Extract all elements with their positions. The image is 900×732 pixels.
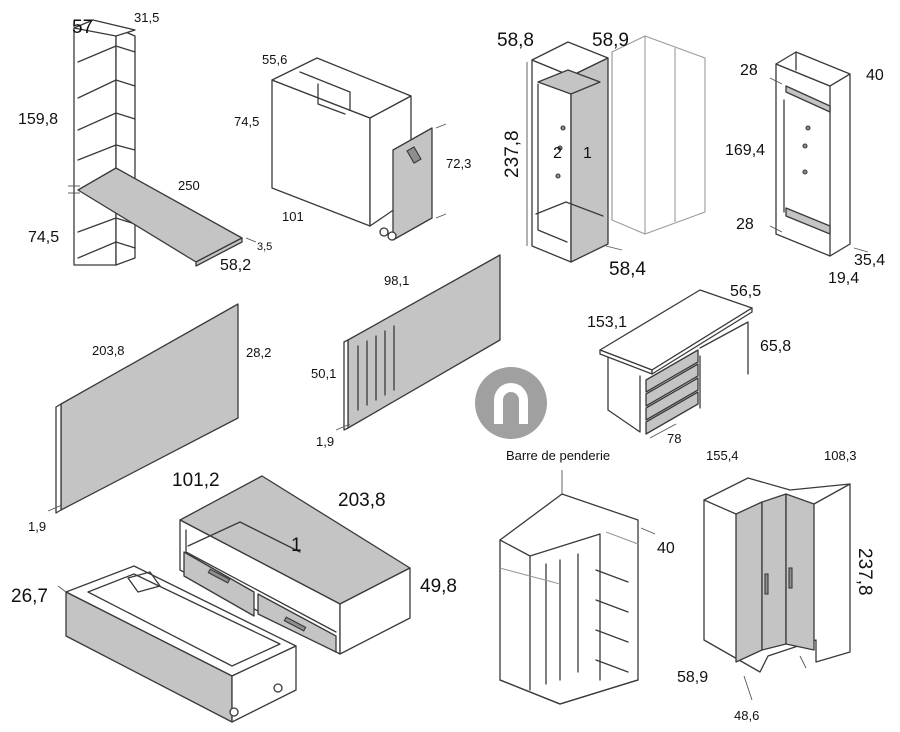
label-panel-1-9: 1,9 xyxy=(28,519,46,534)
label-bed-203-8: 203,8 xyxy=(338,490,386,511)
corner-wardrobe-interior-drawing xyxy=(499,470,656,705)
label-desk-65-8: 65,8 xyxy=(760,338,791,355)
label-shelf-159-8: 159,8 xyxy=(18,111,58,128)
label-desk-153-1: 153,1 xyxy=(587,314,627,331)
label-barre-de-penderie: Barre de penderie xyxy=(506,448,610,463)
label-panel-203-8: 203,8 xyxy=(92,343,125,358)
label-desk-56-5: 56,5 xyxy=(730,283,761,300)
label-hb-1-9: 1,9 xyxy=(316,434,334,449)
slatted-headboard-drawing xyxy=(335,254,501,431)
label-hb-98-1: 98,1 xyxy=(384,273,409,288)
label-wd-section-2: 2 xyxy=(553,145,562,162)
label-cw-40: 40 xyxy=(657,540,675,557)
label-desk-78: 78 xyxy=(667,431,681,446)
label-bed-section-1: 1 xyxy=(291,535,302,556)
label-bed-49-8: 49,8 xyxy=(420,576,457,597)
label-trundle-26-7: 26,7 xyxy=(11,586,48,607)
storage-bed-drawing xyxy=(179,475,411,655)
label-shelf-250: 250 xyxy=(178,178,200,193)
label-wd-58-8: 58,8 xyxy=(497,30,534,51)
label-fr-40: 40 xyxy=(866,67,884,84)
trundle-drawer-drawing xyxy=(57,565,297,723)
label-aw-237-8: 237,8 xyxy=(854,548,875,596)
label-bed-101-2: 101,2 xyxy=(172,470,220,491)
label-shelf-3-5: 3,5 xyxy=(257,241,272,253)
label-shelf-74-5: 74,5 xyxy=(28,229,59,246)
label-fr-19-4: 19,4 xyxy=(828,270,859,287)
label-fr-169-4: 169,4 xyxy=(725,142,765,159)
label-wd-58-9: 58,9 xyxy=(592,30,629,51)
angle-wardrobe-closed-drawing xyxy=(703,477,851,701)
desk-with-drawers-drawing xyxy=(599,289,753,439)
wall-panel-drawing xyxy=(47,303,239,514)
label-aw-48-6: 48,6 xyxy=(734,708,759,723)
label-aw-155-4: 155,4 xyxy=(706,448,739,463)
bookshelf-desk-drawing xyxy=(68,19,257,267)
label-aw-58-9: 58,9 xyxy=(677,669,708,686)
magnet-logo-icon xyxy=(475,367,547,439)
label-wd-58-4: 58,4 xyxy=(609,259,646,280)
mobile-cabinet-drawing xyxy=(271,57,447,241)
label-shelf-58-2: 58,2 xyxy=(220,257,251,274)
label-hb-50-1: 50,1 xyxy=(311,366,336,381)
label-fr-28-bot: 28 xyxy=(736,216,754,233)
label-cab-101: 101 xyxy=(282,209,304,224)
label-aw-108-3: 108,3 xyxy=(824,448,857,463)
label-fr-35-4: 35,4 xyxy=(854,252,885,269)
label-cab-74-5: 74,5 xyxy=(234,114,259,129)
label-fr-28-top: 28 xyxy=(740,62,758,79)
label-wd-237-8: 237,8 xyxy=(502,130,523,178)
label-wd-section-1: 1 xyxy=(583,145,592,162)
label-shelf-57: 57 xyxy=(72,17,93,38)
label-shelf-31-5: 31,5 xyxy=(134,10,159,25)
open-frame-drawing xyxy=(769,51,869,257)
label-cab-72-3: 72,3 xyxy=(446,156,471,171)
corner-wardrobe-drawing xyxy=(526,35,706,263)
label-cab-55-6: 55,6 xyxy=(262,52,287,67)
label-panel-28-2: 28,2 xyxy=(246,345,271,360)
